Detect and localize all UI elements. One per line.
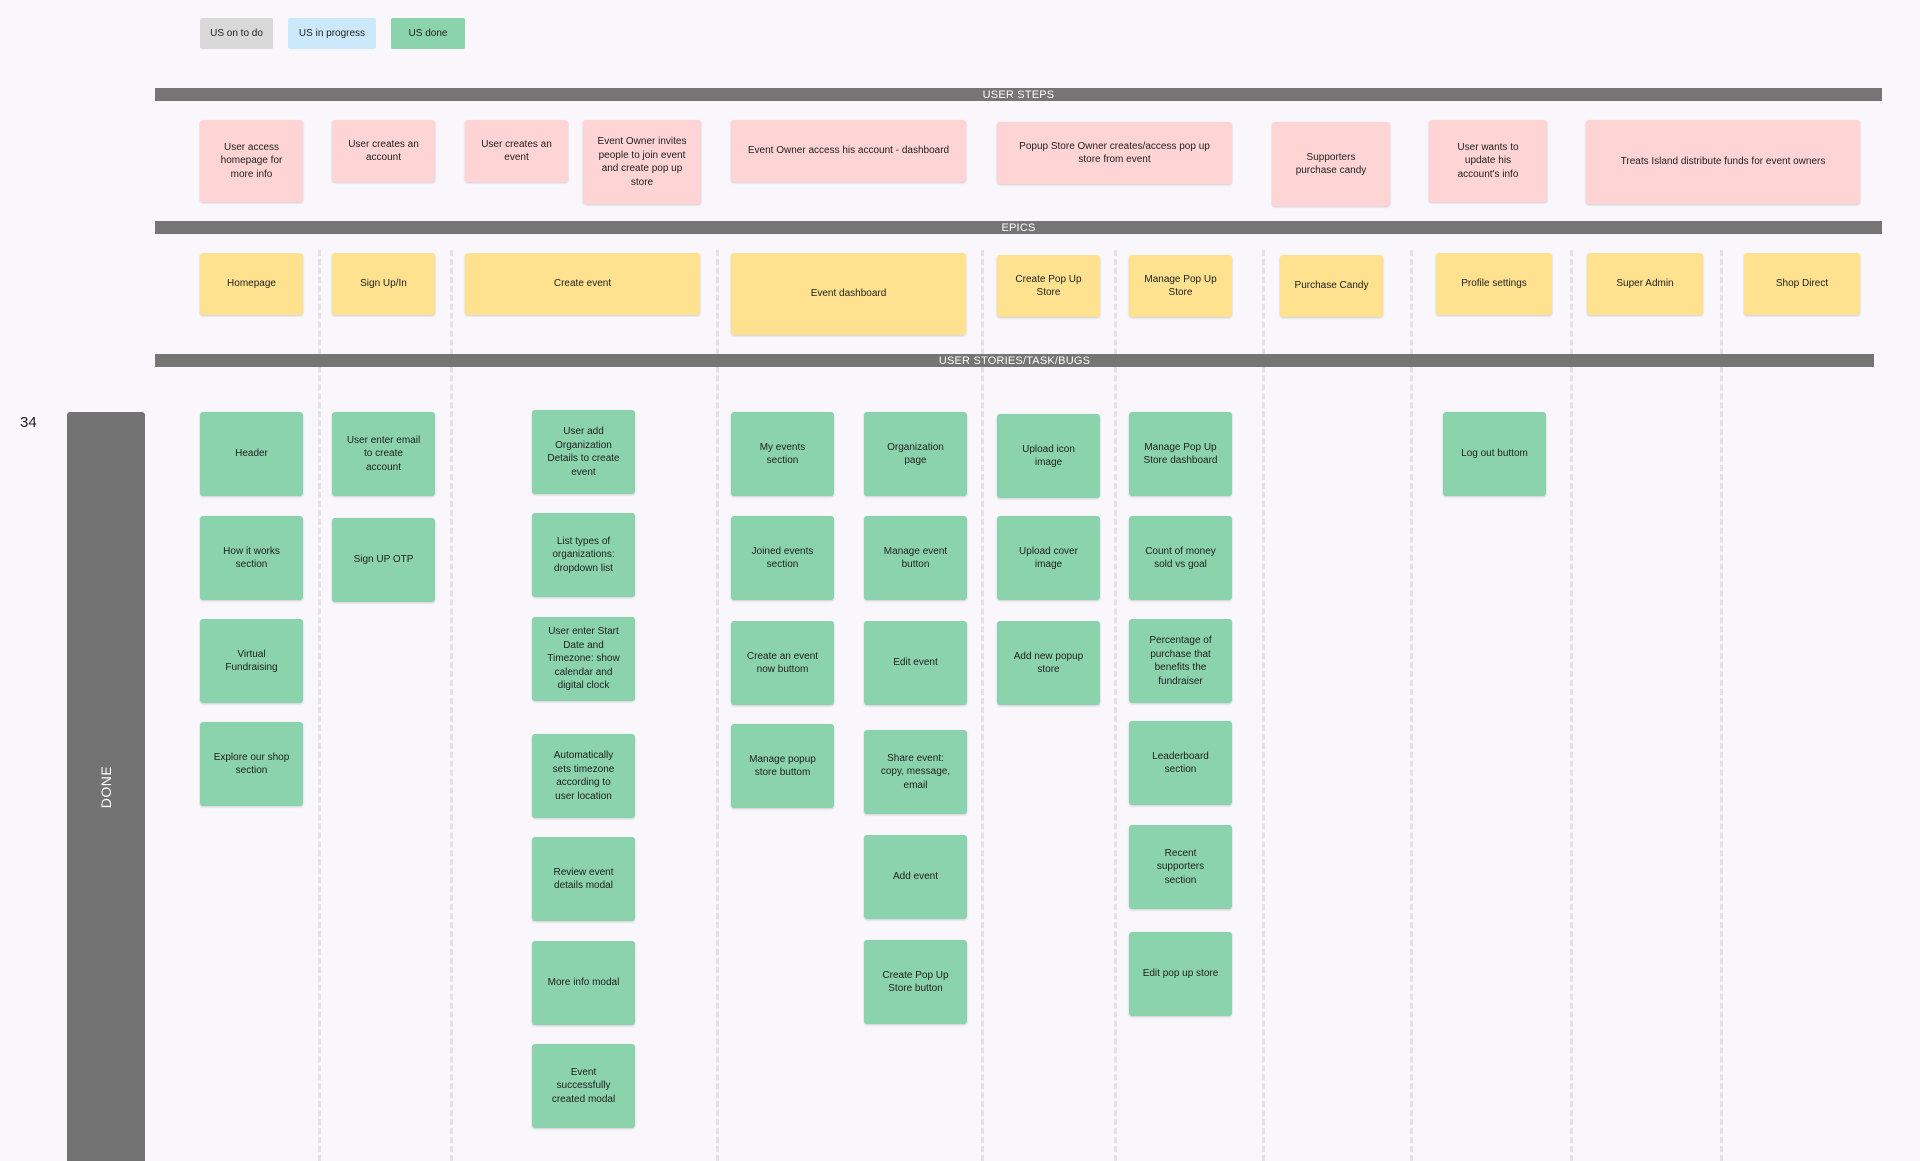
epic-note[interactable]: Homepage [200,253,303,315]
done-story-note[interactable]: Manage popup store buttom [731,724,834,808]
done-story-note[interactable]: Event successfully created modal [532,1044,635,1128]
done-story-note[interactable]: More info modal [532,941,635,1025]
done-story-note[interactable]: Automatically sets timezone according to… [532,734,635,818]
done-story-note[interactable]: Joined events section [731,516,834,600]
done-story-note[interactable]: Organization page [864,412,967,496]
done-story-note[interactable]: User enter Start Date and Timezone: show… [532,617,635,701]
column-divider [318,250,321,1161]
user-step-note[interactable]: User creates an account [332,120,435,182]
done-story-note[interactable]: Percentage of purchase that benefits the… [1129,619,1232,703]
done-story-note[interactable]: Manage event button [864,516,967,600]
done-story-note[interactable]: Sign UP OTP [332,518,435,602]
user-steps-bar: USER STEPS [155,88,1882,101]
done-count: 34 [20,414,37,431]
done-story-note[interactable]: Edit pop up store [1129,932,1232,1016]
done-story-note[interactable]: Leaderboard section [1129,721,1232,805]
legend-item: US done [391,18,465,49]
user-step-note[interactable]: Event Owner access his account - dashboa… [731,120,966,182]
swimlane-label: DONE [98,765,114,808]
done-story-note[interactable]: Edit event [864,621,967,705]
column-divider [1570,250,1573,1161]
done-story-note[interactable]: User add Organization Details to create … [532,410,635,494]
done-story-note[interactable]: Create an event now buttom [731,621,834,705]
epic-note[interactable]: Profile settings [1436,253,1552,315]
column-divider [1262,250,1265,1161]
epic-note[interactable]: Sign Up/In [332,253,435,315]
done-story-note[interactable]: Upload icon image [997,414,1100,498]
epic-note[interactable]: Event dashboard [731,253,966,335]
done-story-note[interactable]: User enter email to create account [332,412,435,496]
done-story-note[interactable]: Upload cover image [997,516,1100,600]
user-step-note[interactable]: User access homepage for more info [200,120,303,202]
user-stories-bar: USER STORIES/TASK/BUGS [155,354,1874,367]
user-step-note[interactable]: User wants to update his account's info [1429,120,1547,202]
legend-item: US in progress [288,18,376,49]
legend-item: US on to do [200,18,273,49]
done-story-note[interactable]: Add new popup store [997,621,1100,705]
column-divider [1410,250,1413,1161]
done-swimlane: DONE [67,412,145,1161]
done-story-note[interactable]: Count of money sold vs goal [1129,516,1232,600]
epic-note[interactable]: Create event [465,253,700,315]
done-story-note[interactable]: How it works section [200,516,303,600]
done-story-note[interactable]: Recent supporters section [1129,825,1232,909]
done-story-note[interactable]: Header [200,412,303,496]
done-story-note[interactable]: Add event [864,835,967,919]
user-step-note[interactable]: Treats Island distribute funds for event… [1586,120,1860,204]
epic-note[interactable]: Create Pop Up Store [997,255,1100,317]
column-divider [981,250,984,1161]
epic-note[interactable]: Super Admin [1587,253,1703,315]
done-story-note[interactable]: List types of organizations: dropdown li… [532,513,635,597]
user-step-note[interactable]: Event Owner invites people to join event… [583,120,701,204]
done-story-note[interactable]: My events section [731,412,834,496]
done-story-note[interactable]: Log out buttom [1443,412,1546,496]
column-divider [1720,250,1723,1161]
epics-bar: EPICS [155,221,1882,234]
column-divider [1114,250,1117,1161]
done-story-note[interactable]: Review event details modal [532,837,635,921]
done-story-note[interactable]: Create Pop Up Store button [864,940,967,1024]
done-story-note[interactable]: Share event: copy, message, email [864,730,967,814]
column-divider [716,250,719,1161]
done-story-note[interactable]: Manage Pop Up Store dashboard [1129,412,1232,496]
epic-note[interactable]: Purchase Candy [1280,255,1383,317]
user-step-note[interactable]: Popup Store Owner creates/access pop up … [997,122,1232,184]
user-step-note[interactable]: User creates an event [465,120,568,182]
done-story-note[interactable]: Virtual Fundraising [200,619,303,703]
done-story-note[interactable]: Explore our shop section [200,722,303,806]
user-step-note[interactable]: Supporters purchase candy [1272,122,1390,206]
epic-note[interactable]: Manage Pop Up Store [1129,255,1232,317]
column-divider [450,250,453,1161]
epic-note[interactable]: Shop Direct [1744,253,1860,315]
